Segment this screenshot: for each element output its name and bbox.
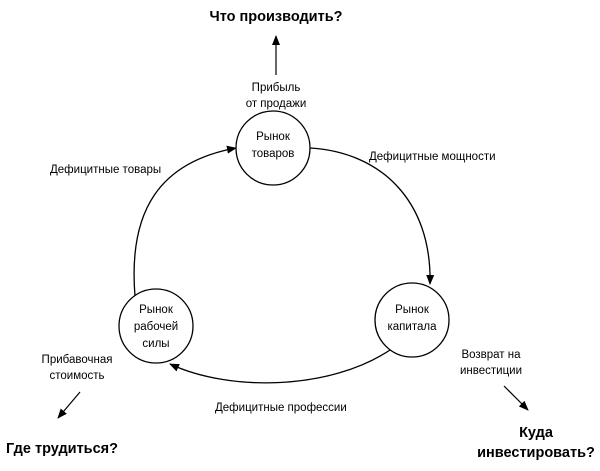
arrow-capital-to-labor (169, 349, 391, 384)
edge-label-capital-to-labor: Дефицитные профессии (215, 402, 347, 414)
node-goods-market-line-2: товаров (252, 148, 295, 160)
output-profit-line-1: Прибыль (252, 82, 301, 94)
question-where-to-invest-line-2: инвестировать? (477, 445, 595, 461)
output-return-line-2: инвестиции (460, 365, 522, 377)
node-capital-market-line-2: капитала (388, 321, 438, 333)
question-what-to-produce: Что производить? (210, 9, 343, 25)
node-capital-market-line-1: Рынок (395, 304, 430, 316)
node-goods-market: Рынок товаров (235, 110, 311, 186)
edge-label-goods-to-capital: Дефицитные мощности (369, 151, 496, 163)
output-surplus-line-2: стоимость (49, 370, 104, 382)
node-labor-market-line-2: рабочей (134, 321, 178, 333)
arrow-labor-to-goods (133, 145, 237, 297)
node-goods-market-line-1: Рынок (256, 131, 291, 143)
node-labor-market: Рынок рабочей силы (118, 288, 194, 364)
output-profit-line-2: от продажи (246, 98, 307, 110)
question-where-to-invest-line-1: Куда (519, 425, 554, 441)
node-capital-market: Рынок капитала (374, 282, 450, 358)
node-labor-market-line-3: силы (142, 338, 169, 350)
output-surplus-line-1: Прибавочная (42, 354, 113, 366)
question-where-to-work: Где трудиться? (6, 441, 118, 457)
arrow-surplus-down (57, 391, 81, 419)
node-labor-market-line-1: Рынок (139, 304, 174, 316)
arrow-goods-to-capital (309, 147, 435, 285)
output-return-line-1: Возврат на (461, 349, 521, 361)
arrow-return-down (503, 385, 529, 411)
edge-label-labor-to-goods: Дефицитные товары (50, 164, 161, 176)
